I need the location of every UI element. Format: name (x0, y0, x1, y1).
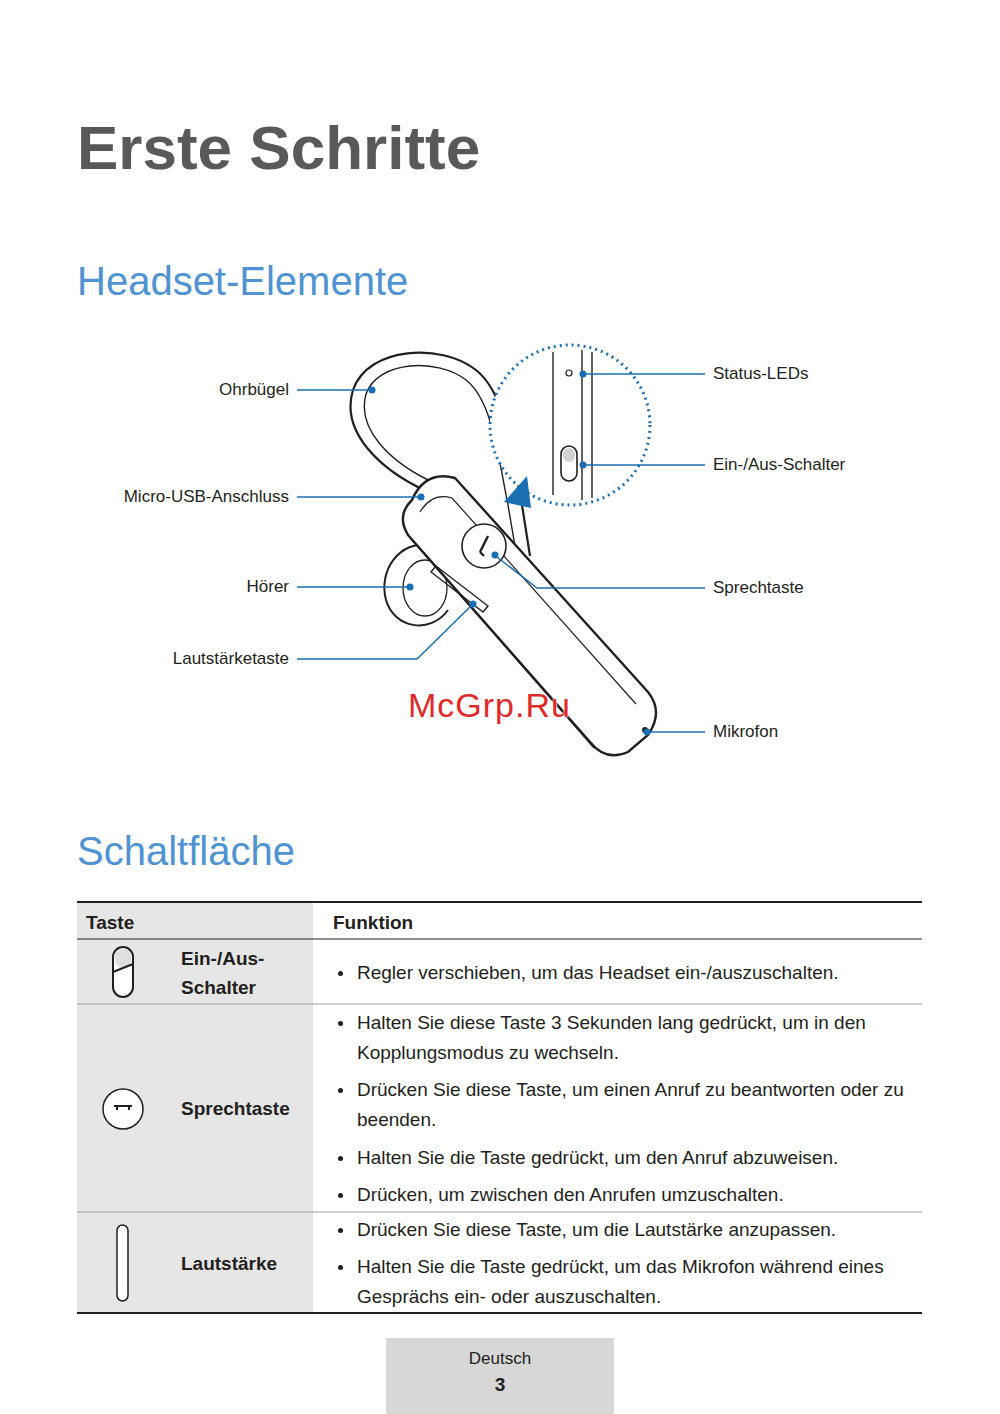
callout-label: Sprechtaste (713, 577, 804, 599)
table-cell: Halten Sie die Taste gedrückt, um das Mi… (357, 1252, 922, 1312)
table-cell: Halten Sie die Taste gedrückt, um den An… (357, 1143, 922, 1173)
button-name: Ein-/Aus- Schalter (181, 944, 301, 1002)
table-header: Taste (86, 908, 134, 938)
table-cell: Drücken Sie diese Taste, um die Lautstär… (357, 1215, 922, 1245)
callout-label: Micro-USB-Anschluss (69, 486, 289, 508)
callout-label: Mikrofon (713, 721, 778, 743)
table-cell: Drücken Sie diese Taste, um einen Anruf … (357, 1075, 922, 1135)
callout-label: Hörer (69, 576, 289, 598)
bullet-dot (338, 1228, 343, 1233)
bullet-dot (338, 1088, 343, 1093)
leader-lines (297, 374, 705, 732)
headset-illustration (351, 345, 656, 755)
page-number: 3 (386, 1370, 614, 1400)
section-heading: Headset-Elemente (77, 258, 408, 304)
footer-language: Deutsch (386, 1348, 614, 1370)
watermark: McGrp.Ru (408, 686, 571, 725)
table-cell: Halten Sie diese Taste 3 Sekunden lang g… (357, 1008, 922, 1068)
table-cell: Drücken, um zwischen den Anrufen umzusch… (357, 1180, 922, 1210)
callout-label: Ein-/Aus-Schalter (713, 454, 845, 476)
section-heading: Schaltfläche (77, 828, 295, 874)
button-name: Sprechtaste (181, 1094, 290, 1124)
table-header: Funktion (333, 908, 413, 938)
callout-label: Status-LEDs (713, 363, 808, 385)
callout-label: Ohrbügel (69, 379, 289, 401)
bullet-dot (338, 1265, 343, 1270)
page-footer: Deutsch3 (386, 1338, 614, 1414)
bullet-dot (338, 1156, 343, 1161)
button-table (77, 902, 922, 1313)
bullet-dot (338, 1021, 343, 1026)
callout-label: Lautstärketaste (69, 648, 289, 670)
button-name: Lautstärke (181, 1249, 277, 1279)
leader-dots (369, 371, 651, 736)
page-title: Erste Schritte (77, 112, 480, 183)
table-cell: Regler verschieben, um das Headset ein-/… (357, 958, 922, 988)
bullet-dot (338, 1193, 343, 1198)
bullet-dot (338, 971, 343, 976)
